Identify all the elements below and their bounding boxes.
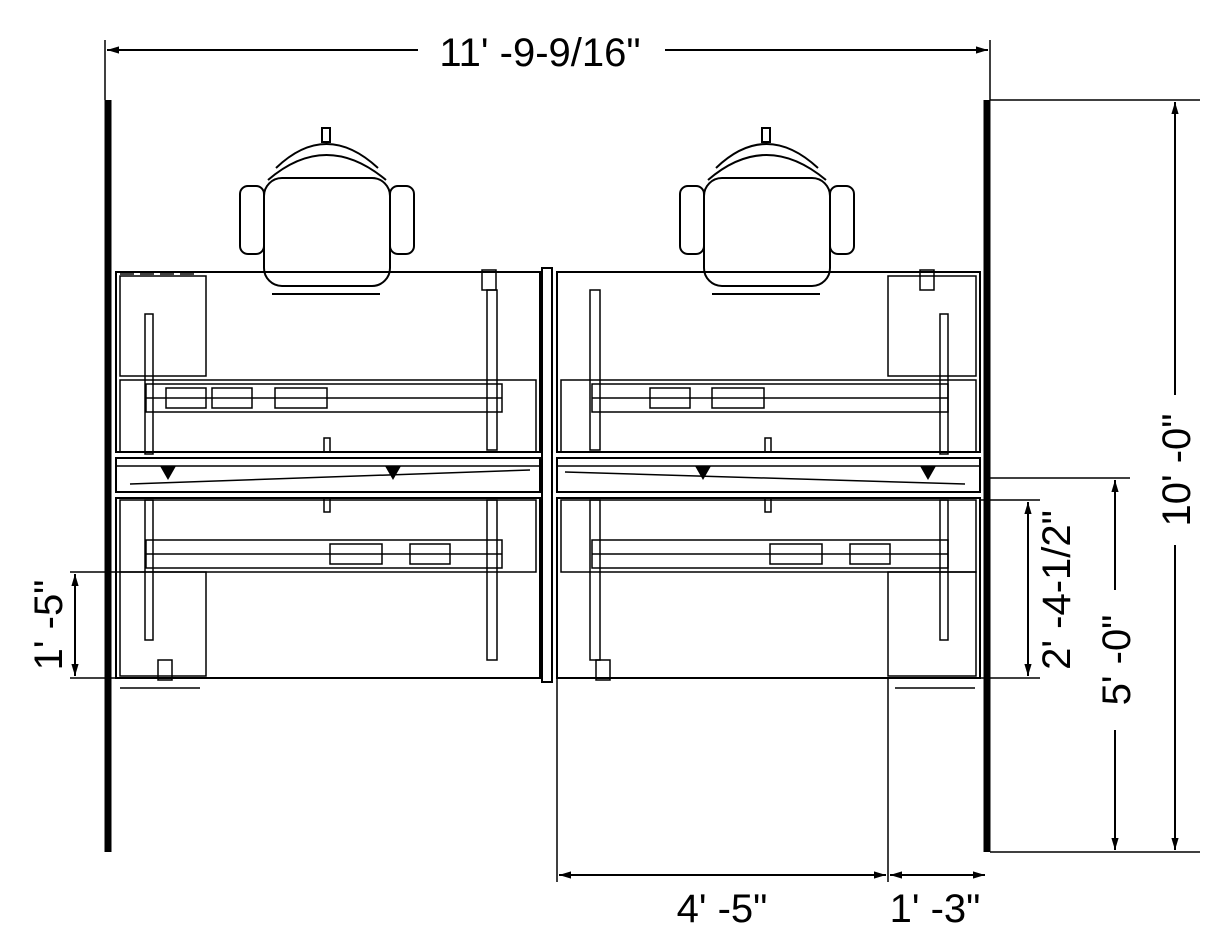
half-depth-label: 5' -0" (1095, 615, 1139, 706)
dimension-desk-depth: 2' -4-1/2" (980, 499, 1079, 679)
desk-depth-label: 2' -4-1/2" (1035, 510, 1079, 670)
overall-width-label: 11' -9-9/16" (439, 31, 640, 75)
dimension-half-depth: 5' -0" (990, 477, 1139, 850)
desk-top-right (556, 269, 981, 455)
center-spine (115, 267, 981, 683)
desk-width-label: 4' -5" (677, 887, 768, 931)
desk-top-left (115, 269, 541, 455)
dimension-overall-width: 11' -9-9/16" (104, 31, 991, 100)
pedestal-offset-label: 1' -5" (27, 580, 71, 671)
return-width-label: 1' -3" (890, 887, 981, 931)
desk-bottom-left (115, 497, 541, 689)
dimension-return-width: 1' -3" (890, 871, 985, 931)
chair-right (679, 127, 855, 295)
dimension-pedestal-offset: 1' -5" (27, 571, 120, 679)
desk-bottom-right (556, 497, 981, 689)
overall-depth-label: 10' -0" (1155, 413, 1199, 526)
chair-left (239, 127, 415, 295)
dimension-overall-depth: 10' -0" (990, 99, 1200, 853)
dimension-desk-width: 4' -5" (556, 678, 889, 931)
